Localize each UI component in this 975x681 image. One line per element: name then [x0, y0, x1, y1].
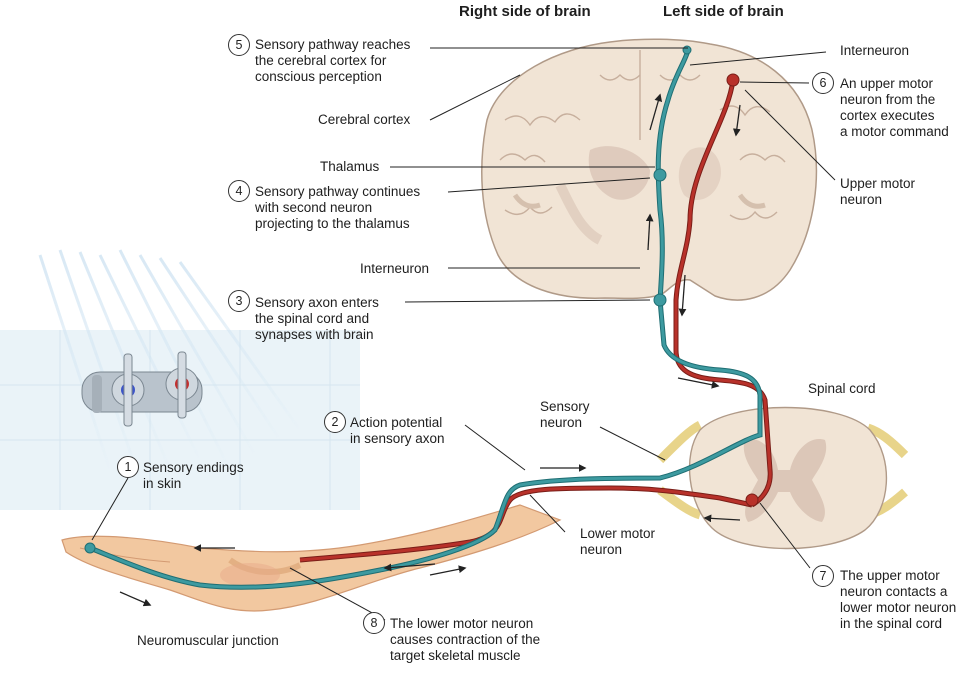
step-5-number: 5	[228, 34, 250, 56]
direction-arrows	[119, 93, 741, 607]
sensory-pathway	[89, 49, 763, 590]
step-6-number: 6	[812, 72, 834, 94]
cerebral-cortex-label: Cerebral cortex	[318, 112, 411, 127]
neuromuscular-junction-label: Neuromuscular junction	[137, 633, 279, 648]
spinal-cord-label: Spinal cord	[808, 381, 876, 396]
interneuron-upper-label: Interneuron	[840, 43, 910, 58]
step-8-number: 8	[363, 612, 385, 634]
brain-section	[481, 38, 818, 301]
leader-lines	[91, 47, 836, 621]
step-5-label: Sensory pathway reaches the cerebral cor…	[255, 37, 411, 84]
step-4-number: 4	[228, 180, 250, 202]
sensory-neuron-label: Sensory neuron	[540, 399, 590, 430]
step-3-number: 3	[228, 290, 250, 312]
step-6-label: An upper motor neuron from the cortex ex…	[840, 76, 949, 139]
step-1-label: Sensory endings in skin	[143, 460, 244, 491]
step-3-label: Sensory axon enters the spinal cord and …	[255, 295, 379, 342]
step-8-label: The lower motor neuron causes contractio…	[390, 616, 541, 663]
interneuron-lower-label: Interneuron	[360, 261, 430, 276]
step-2-label: Action potential in sensory axon	[350, 415, 445, 446]
thalamus-label: Thalamus	[320, 159, 380, 174]
step-7-number: 7	[812, 565, 834, 587]
header-right-side: Right side of brain	[459, 3, 591, 20]
header-left-side: Left side of brain	[663, 3, 784, 20]
faucet-handles	[81, 351, 203, 427]
spinal-cord-section	[656, 406, 909, 550]
lower-motor-neuron-label: Lower motor neuron	[580, 526, 656, 557]
synapse-markers	[84, 45, 759, 554]
step-7-label: The upper motor neuron contacts a lower …	[840, 568, 957, 631]
step-2-number: 2	[324, 411, 346, 433]
step-1-number: 1	[117, 456, 139, 478]
upper-motor-neuron-label: Upper motor neuron	[840, 176, 916, 207]
step-4-label: Sensory pathway continues with second ne…	[255, 184, 421, 231]
